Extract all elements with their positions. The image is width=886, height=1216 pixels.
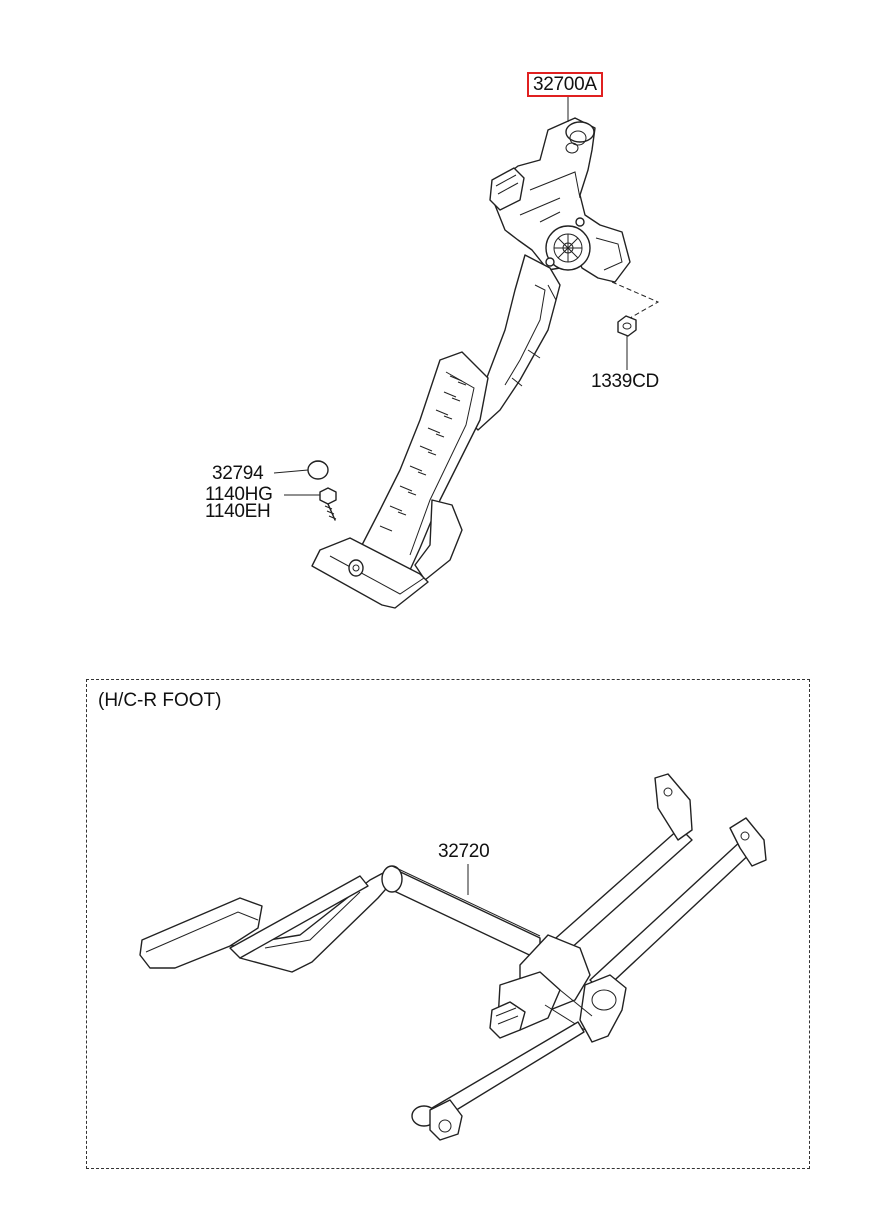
part-label-32720[interactable]: 32720 bbox=[438, 841, 490, 862]
accelerator-pedal-assembly bbox=[273, 96, 660, 609]
hc-r-foot-pedal-assembly bbox=[139, 773, 767, 1141]
part-label-1140HG[interactable]: 1140HG bbox=[205, 484, 273, 505]
hc-r-foot-section-frame bbox=[86, 679, 810, 1169]
part-label-1339CD[interactable]: 1339CD bbox=[591, 371, 659, 392]
part-label-32794[interactable]: 32794 bbox=[212, 463, 264, 484]
part-label-1140EH[interactable]: 1140EH bbox=[205, 501, 271, 522]
section-title: (H/C-R FOOT) bbox=[98, 690, 222, 711]
part-label-32700A[interactable]: 32700A bbox=[527, 72, 603, 97]
